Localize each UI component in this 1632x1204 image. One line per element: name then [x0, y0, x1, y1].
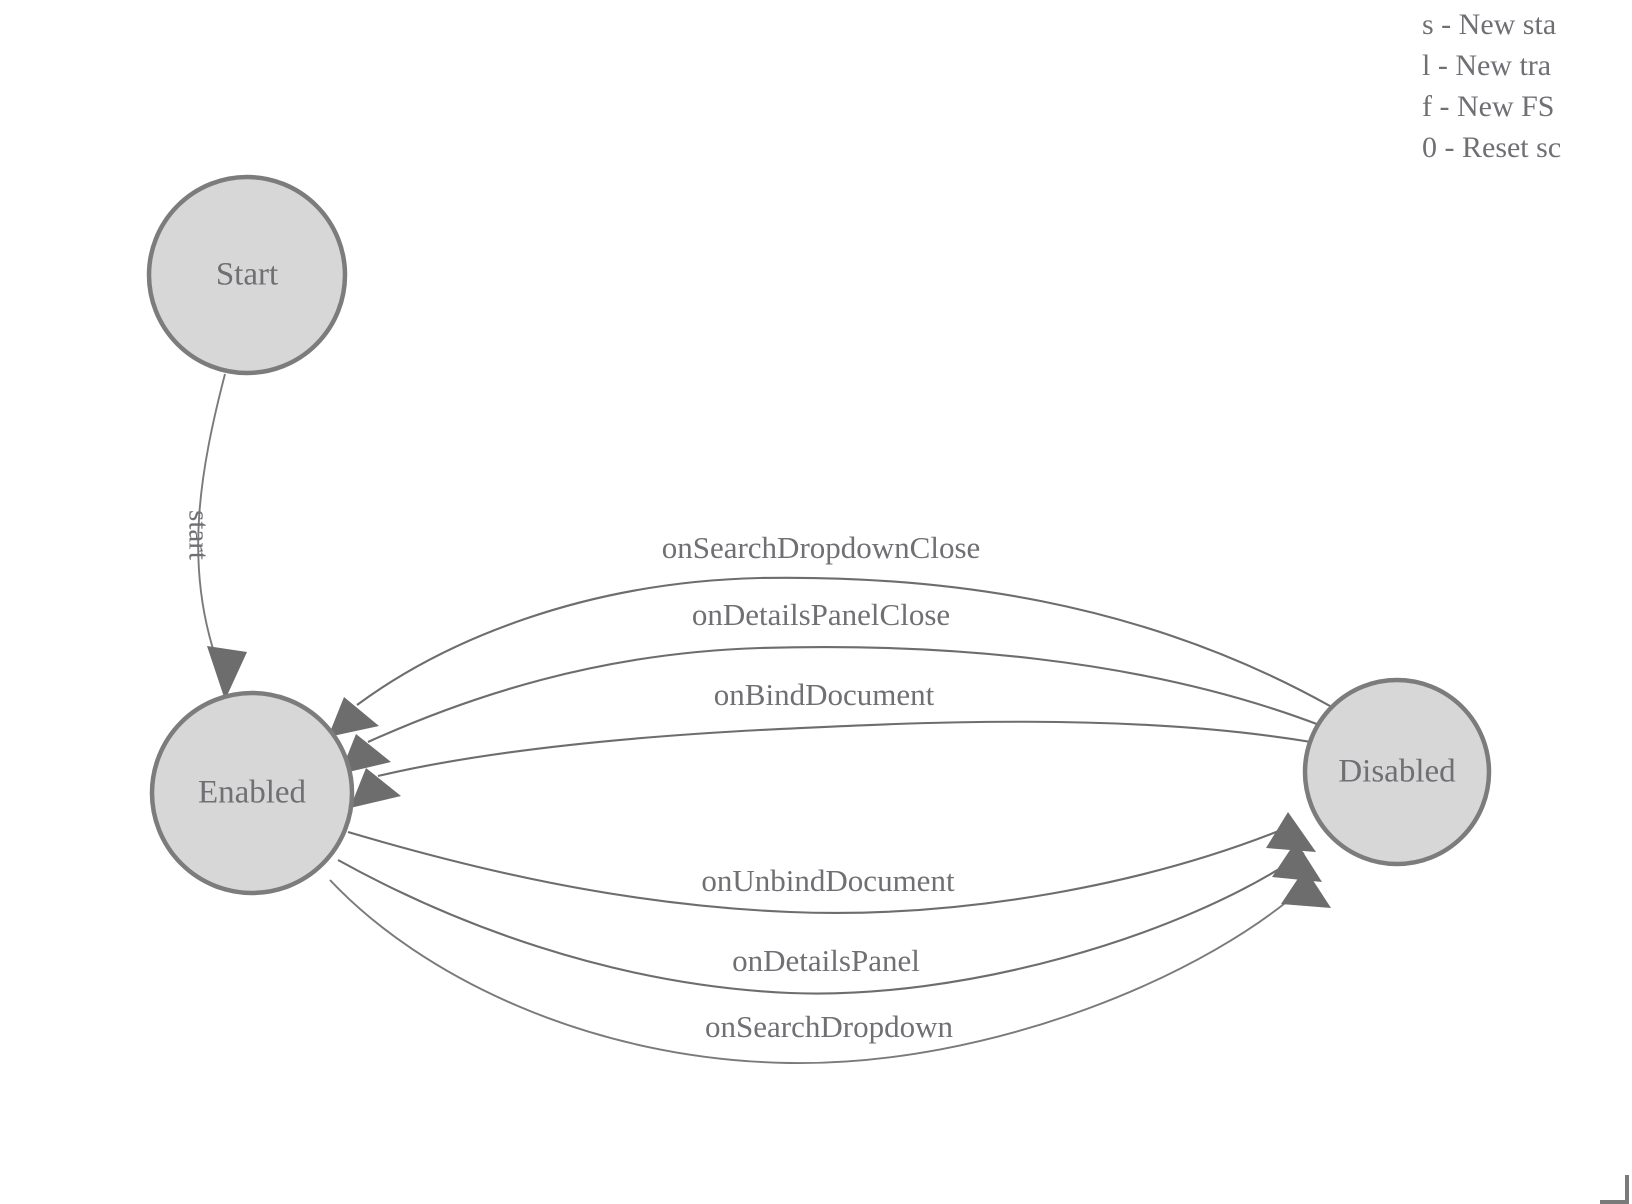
edge-onsearchdropdown-arrowhead — [1281, 868, 1331, 908]
help-line-reset: 0 - Reset sc — [1422, 131, 1562, 164]
node-enabled-label: Enabled — [198, 775, 307, 811]
node-start-label: Start — [216, 257, 278, 293]
edge-label-ondetailspanel: onDetailsPanel — [732, 943, 920, 978]
edge-onunbinddocument[interactable] — [347, 812, 1316, 914]
edge-onsearchdropdownclose[interactable] — [328, 576, 1331, 737]
edge-onbinddocument-arrowhead — [350, 768, 401, 808]
edge-ondetailspanel-path — [337, 852, 1305, 995]
node-disabled-circle[interactable] — [1302, 677, 1492, 867]
edge-ondetailspanelclose-arrowhead — [340, 734, 391, 774]
edge-onbinddocument[interactable] — [350, 720, 1312, 808]
edge-onbinddocument-path — [377, 720, 1312, 778]
edge-ondetailspanelclose-path — [367, 645, 1323, 743]
node-start[interactable]: Start — [146, 174, 348, 376]
edge-ondetailspanel-arrowhead — [1272, 841, 1322, 882]
resize-corner-mark[interactable] — [1600, 1172, 1632, 1204]
help-line-new-state: s - New sta — [1422, 8, 1557, 41]
node-enabled-circle[interactable] — [149, 690, 355, 896]
edge-ondetailspanel[interactable] — [337, 841, 1322, 995]
help-line-new-transition: l - New tra — [1422, 49, 1552, 82]
resize-corner-horizontal-bar — [1600, 1200, 1629, 1204]
edge-onsearchdropdownclose-path — [356, 576, 1331, 707]
node-disabled[interactable]: Disabled — [1302, 677, 1492, 867]
edge-onsearchdropdown-path — [329, 879, 1313, 1064]
edge-label-start: start — [182, 510, 214, 560]
node-enabled[interactable]: Enabled — [149, 690, 355, 896]
edge-start-path — [197, 373, 226, 653]
edge-label-onsearchdropdownclose: onSearchDropdownClose — [662, 530, 981, 565]
edge-start[interactable] — [197, 373, 247, 700]
help-line-new-fsm: f - New FS — [1422, 90, 1555, 123]
edge-label-onunbinddocument: onUnbindDocument — [701, 863, 955, 898]
edge-label-ondetailspanelclose: onDetailsPanelClose — [692, 597, 950, 632]
edge-label-onbinddocument: onBindDocument — [714, 677, 935, 712]
node-disabled-label: Disabled — [1338, 754, 1456, 790]
node-start-circle[interactable] — [146, 174, 348, 376]
edge-label-onsearchdropdown: onSearchDropdown — [705, 1009, 953, 1044]
edge-onunbinddocument-path — [347, 823, 1297, 914]
edge-onunbinddocument-arrowhead — [1266, 812, 1316, 852]
edge-start-arrowhead — [207, 646, 247, 700]
edge-onsearchdropdownclose-arrowhead — [328, 697, 379, 737]
help-shortcuts-overlay: s - New sta l - New tra f - New FS 0 - R… — [1422, 0, 1632, 168]
edge-ondetailspanelclose[interactable] — [340, 645, 1323, 774]
resize-corner-vertical-bar — [1625, 1175, 1629, 1204]
edge-onsearchdropdown[interactable] — [329, 868, 1331, 1064]
